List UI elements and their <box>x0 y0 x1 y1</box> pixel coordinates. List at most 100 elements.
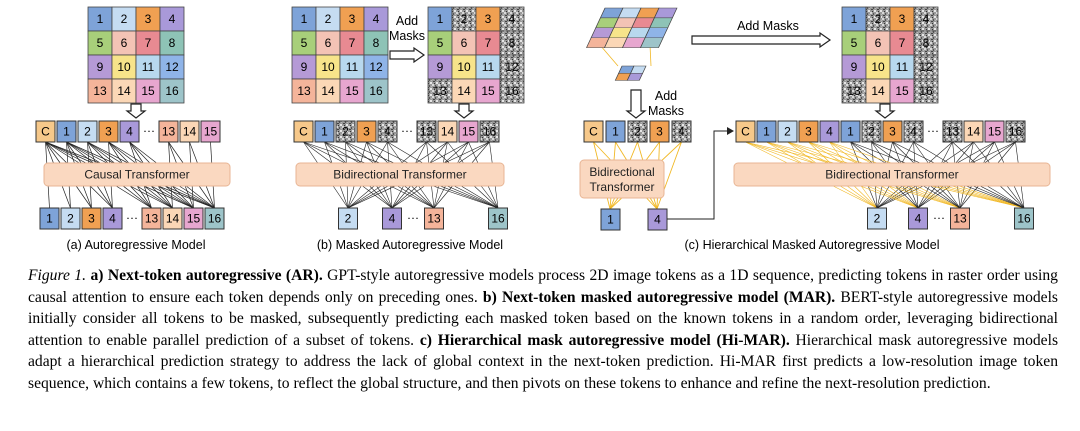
b-grid-masked-cell-label: 3 <box>485 12 492 26</box>
a-input-token-label: 2 <box>84 125 91 139</box>
c-small-input-token-box <box>605 120 626 143</box>
b-grid-cell-label: 13 <box>297 84 311 98</box>
c-grid-masked-cell-label: 3 <box>899 12 906 26</box>
b-grid-cell <box>315 6 341 32</box>
a-grid-cell-label: 13 <box>93 84 107 98</box>
a-grid-cell <box>135 78 161 104</box>
b-input-token-box <box>437 120 458 143</box>
b-input-token-box <box>479 120 500 143</box>
c-down-arrow-right <box>874 103 896 119</box>
b-grid-masked-cell-label: 13 <box>433 84 447 98</box>
c-grid-masked-cell-label: 8 <box>923 36 930 50</box>
b-output-token-box <box>338 207 358 230</box>
b-input-token-label: 15 <box>462 125 476 139</box>
c-small-input-token-box <box>627 120 648 143</box>
a-grid-cell <box>111 78 137 104</box>
b-grid-masked-cell <box>475 78 501 104</box>
c-grid-masked-cell-label: 15 <box>895 84 909 98</box>
c-large-output-token-label: 4 <box>915 212 922 226</box>
a-output-token-box <box>39 207 60 230</box>
a-grid-cell-label: 2 <box>121 12 128 26</box>
c-down-arrow-left <box>625 89 647 119</box>
c-large-input-token-box <box>819 120 840 143</box>
b-output-token-label: 2 <box>345 212 352 226</box>
b-output-token-label: 13 <box>427 212 441 226</box>
a-panel-label: (a) Autoregressive Model <box>67 238 206 252</box>
a-grid-cell-label: 4 <box>169 12 176 26</box>
c-large-input-token-box <box>840 120 861 143</box>
c-lowres-grid <box>586 7 678 48</box>
c-large-input-token-box <box>756 120 777 143</box>
caption-a-head: a) Next-token autoregressive (AR). <box>90 267 323 284</box>
c-projection-line <box>599 44 619 67</box>
b-grid-masked-cell <box>427 30 453 56</box>
b-grid-cell <box>315 78 341 104</box>
c-add-masks-label-side: Add <box>655 89 677 103</box>
c-large-input-token-label: 14 <box>967 125 981 139</box>
a-grid-cell-label: 14 <box>117 84 131 98</box>
b-input-token-box <box>314 120 335 143</box>
c-small-input-token-box <box>583 120 604 143</box>
c-large-input-token-box <box>942 120 963 143</box>
c-small-input-token-label: C <box>589 125 598 139</box>
c-large-transformer-box <box>733 162 1051 187</box>
a-output-token-label: 3 <box>88 212 95 226</box>
b-grid-cell <box>339 78 365 104</box>
a-grid-cell <box>87 78 113 104</box>
b-grid-masked-cell-label: 8 <box>509 36 516 50</box>
b-grid-masked-cell <box>451 6 477 32</box>
c-large-input-token-label: 4 <box>826 125 833 139</box>
b-add-masks-label: Add <box>396 14 418 28</box>
b-output-token-box <box>488 207 508 230</box>
b-grid-masked-cell-label: 16 <box>505 84 519 98</box>
c-large-output-token-label: 2 <box>874 212 881 226</box>
c-add-masks-label-top: Add Masks <box>737 19 799 33</box>
c-grid-masked-cell <box>865 78 891 104</box>
a-grid-cell-label: 3 <box>145 12 152 26</box>
b-grid-masked-cell <box>499 78 525 104</box>
c-large-input-token-box <box>903 120 924 143</box>
a-grid-cell-label: 6 <box>121 36 128 50</box>
a-grid-cell-label: 11 <box>142 60 155 74</box>
b-grid-masked-cell <box>451 30 477 56</box>
c-grid-masked-cell-label: 6 <box>875 36 882 50</box>
c-small-grid <box>614 65 647 81</box>
a-grid-cell-label: 9 <box>97 60 104 74</box>
c-grid-masked-cell-label: 2 <box>875 12 882 26</box>
b-input-token-label: 1 <box>321 125 328 139</box>
c-feed-arrowhead <box>727 127 734 135</box>
c-grid-masked-cell-label: 13 <box>847 84 861 98</box>
c-small-transformer-label: Transformer <box>590 180 655 194</box>
b-grid-cell-label: 16 <box>369 84 383 98</box>
caption-b-head: b) Next-token masked autoregressive mode… <box>482 288 836 306</box>
c-large-input-token-label: 16 <box>1009 125 1023 139</box>
b-grid-cell-label: 14 <box>321 84 335 98</box>
b-grid-masked-cell-label: 6 <box>461 36 468 50</box>
b-grid-masked-cell-label: 5 <box>437 36 444 50</box>
b-grid-cell-label: 9 <box>301 60 308 74</box>
b-input-token-ellipsis: ··· <box>401 124 413 138</box>
c-large-input-token-box <box>798 120 819 143</box>
b-input-token-label: C <box>299 125 308 139</box>
b-add-masks-arrow <box>389 46 426 64</box>
c-projection-line <box>649 44 652 67</box>
a-output-token-label: 4 <box>109 212 116 226</box>
c-grid-masked-cell <box>841 78 867 104</box>
c-grid-masked-cell <box>889 30 915 56</box>
a-grid-cell-label: 1 <box>97 12 104 26</box>
b-output-token-label: 16 <box>491 212 505 226</box>
a-input-token-box <box>119 120 140 143</box>
b-grid-masked-cell-label: 15 <box>481 84 495 98</box>
a-transformer-box <box>43 162 231 187</box>
b-output-token-label: 4 <box>389 212 396 226</box>
b-input-token-label: 13 <box>420 125 434 139</box>
c-grid-masked-cell-label: 10 <box>871 60 885 74</box>
c-small-transformer-label: Bidirectional <box>589 165 654 179</box>
b-input-token-label: 3 <box>363 125 370 139</box>
c-large-output-token-ellipsis: ··· <box>933 211 945 225</box>
c-grid-masked-cell-label: 9 <box>851 60 858 74</box>
c-large-input-token-label: 2 <box>868 125 875 139</box>
a-grid-cell <box>159 6 185 32</box>
b-grid-cell <box>315 30 341 56</box>
c-large-output-token-box <box>867 207 887 230</box>
